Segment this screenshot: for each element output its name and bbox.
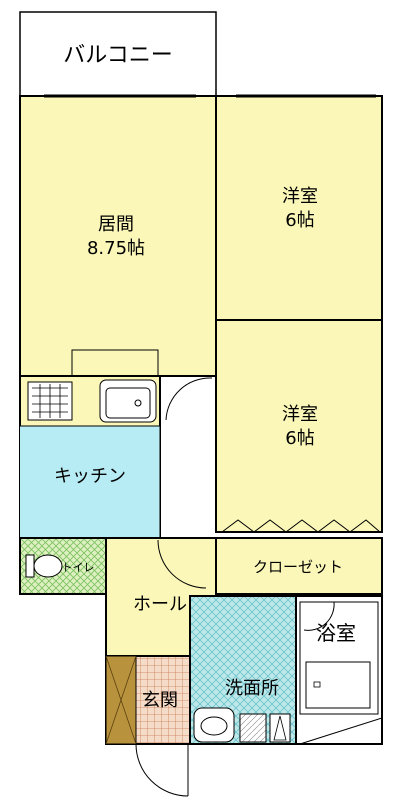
western-room-2-size: 6帖 bbox=[285, 428, 314, 449]
kitchen-label: キッチン bbox=[54, 466, 126, 487]
washroom: 洗面所 bbox=[189, 595, 297, 745]
washer-icon bbox=[239, 713, 267, 743]
hall-door bbox=[157, 539, 207, 589]
western-room-1-label: 洋室 bbox=[282, 186, 318, 207]
living-room-size: 8.75帖 bbox=[87, 238, 145, 259]
closet-label: クローゼット bbox=[253, 558, 343, 576]
toilet-bowl-icon bbox=[33, 554, 63, 578]
living-door bbox=[165, 377, 213, 421]
toilet-label: トイレ bbox=[62, 561, 95, 574]
balcony: バルコニー bbox=[19, 11, 217, 97]
toilet: トイレ bbox=[19, 537, 107, 595]
western-room-2: 洋室 6帖 bbox=[215, 319, 383, 533]
bath-label: 浴室 bbox=[316, 621, 356, 645]
western-room-2-label: 洋室 bbox=[282, 404, 318, 425]
closet: クローゼット bbox=[215, 537, 383, 595]
hall-label: ホール bbox=[133, 594, 187, 615]
closet-door bbox=[221, 519, 381, 533]
western-room-1: 洋室 6帖 bbox=[215, 95, 383, 321]
kitchen: キッチン bbox=[19, 375, 161, 539]
entry-door bbox=[135, 743, 189, 797]
balcony-label: バルコニー bbox=[63, 43, 173, 68]
entrance: 玄関 bbox=[105, 655, 191, 797]
windows bbox=[44, 94, 376, 321]
living-room-label: 居間 bbox=[98, 214, 134, 235]
western-room-1-size: 6帖 bbox=[285, 210, 314, 231]
washroom-label: 洗面所 bbox=[225, 678, 279, 699]
living-room: 居間 8.75帖 bbox=[19, 95, 217, 377]
bath: 浴室 bbox=[295, 595, 383, 745]
entrance-label: 玄関 bbox=[142, 690, 178, 711]
